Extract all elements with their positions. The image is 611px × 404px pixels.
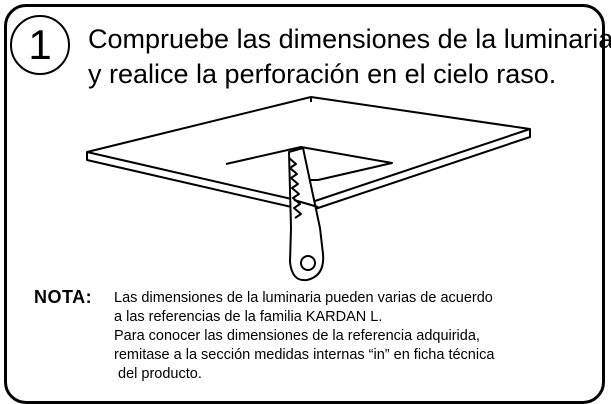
- ceiling-opening-outline: [225, 146, 393, 181]
- note-line-4: remitase a la sección medidas internas “…: [114, 347, 495, 363]
- note-label: NOTA:: [34, 287, 93, 307]
- note-line-5: del producto.: [114, 366, 202, 382]
- note-line-1: Las dimensiones de la luminaria pueden v…: [114, 290, 493, 306]
- note-text: Las dimensiones de la luminaria pueden v…: [114, 289, 494, 384]
- step-title: Compruebe las dimensiones de la luminari…: [88, 22, 611, 92]
- note-line-3: Para conocer las dimensiones de la refer…: [114, 328, 480, 344]
- step-number: 1: [28, 21, 52, 68]
- step-number-badge: 1: [10, 15, 70, 75]
- jigsaw-icon: [288, 147, 325, 282]
- ceiling-cut-illustration: [86, 96, 531, 282]
- step-title-line-1: Compruebe las dimensiones de la luminari…: [88, 24, 611, 54]
- step-title-line-2: y realice la perforación en el cielo ras…: [88, 59, 557, 89]
- note-line-2: a las referencias de la familia KARDAN L…: [114, 309, 383, 325]
